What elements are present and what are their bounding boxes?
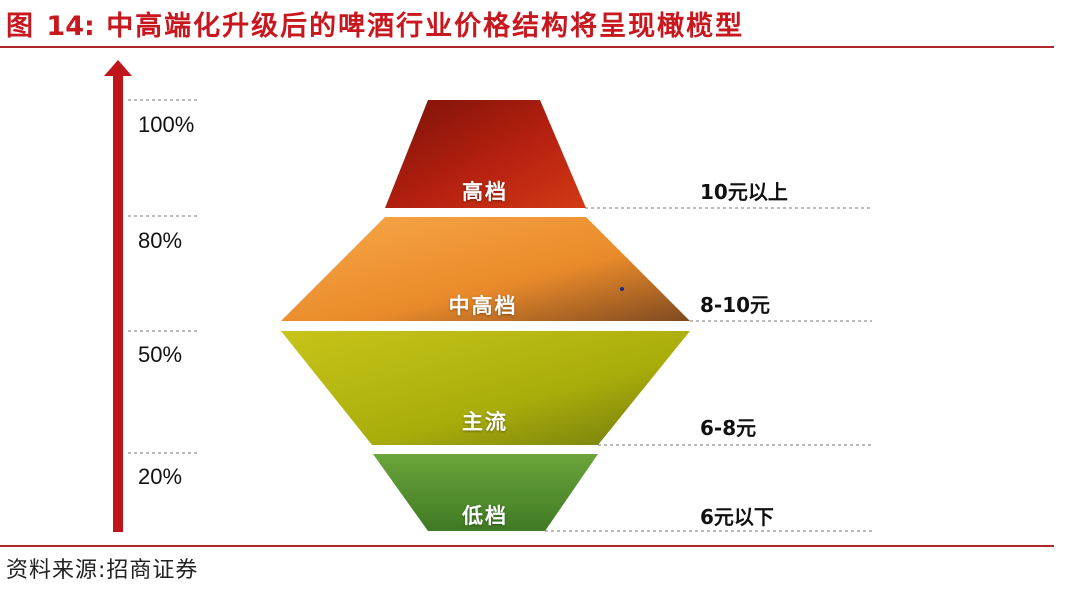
axis-arrow-head: [104, 60, 132, 76]
tier-low-shape: [373, 454, 598, 531]
tier-label-low: 低档: [462, 504, 508, 528]
price-label-low: 6元以下: [700, 505, 774, 529]
percent-tick-20: 20%: [138, 464, 183, 489]
figure-title-text: 中高端化升级后的啤酒行业价格结构将呈现橄榄型: [106, 11, 745, 42]
source-note: 资料来源:招商证券: [6, 558, 199, 583]
percent-tick-50: 50%: [138, 342, 183, 367]
price-label-high: 10元以上: [700, 180, 788, 204]
price-label-midhigh: 8-10元: [700, 293, 771, 317]
percent-tick-100: 100%: [138, 112, 195, 137]
tier-label-midhigh: 中高档: [448, 294, 518, 318]
figure-title: 图 14: 中高端化升级后的啤酒行业价格结构将呈现橄榄型: [6, 4, 744, 43]
percent-tick-80: 80%: [138, 228, 183, 253]
tier-midhigh-shape: [281, 217, 690, 321]
top-rule: [0, 46, 1054, 48]
axis-arrow-shaft: [113, 74, 123, 532]
tier-label-mainstream: 主流: [462, 410, 508, 434]
tier-label-high: 高档: [462, 180, 508, 204]
bottom-rule: [0, 545, 1054, 547]
price-label-mainstream: 6-8元: [700, 416, 757, 440]
tier-midhigh-dot: [620, 287, 624, 291]
figure-prefix: 图: [6, 11, 35, 42]
tier-high-shape: [385, 100, 586, 208]
figure-number: 14:: [46, 11, 95, 42]
tier-mainstream-shape: [281, 331, 690, 445]
